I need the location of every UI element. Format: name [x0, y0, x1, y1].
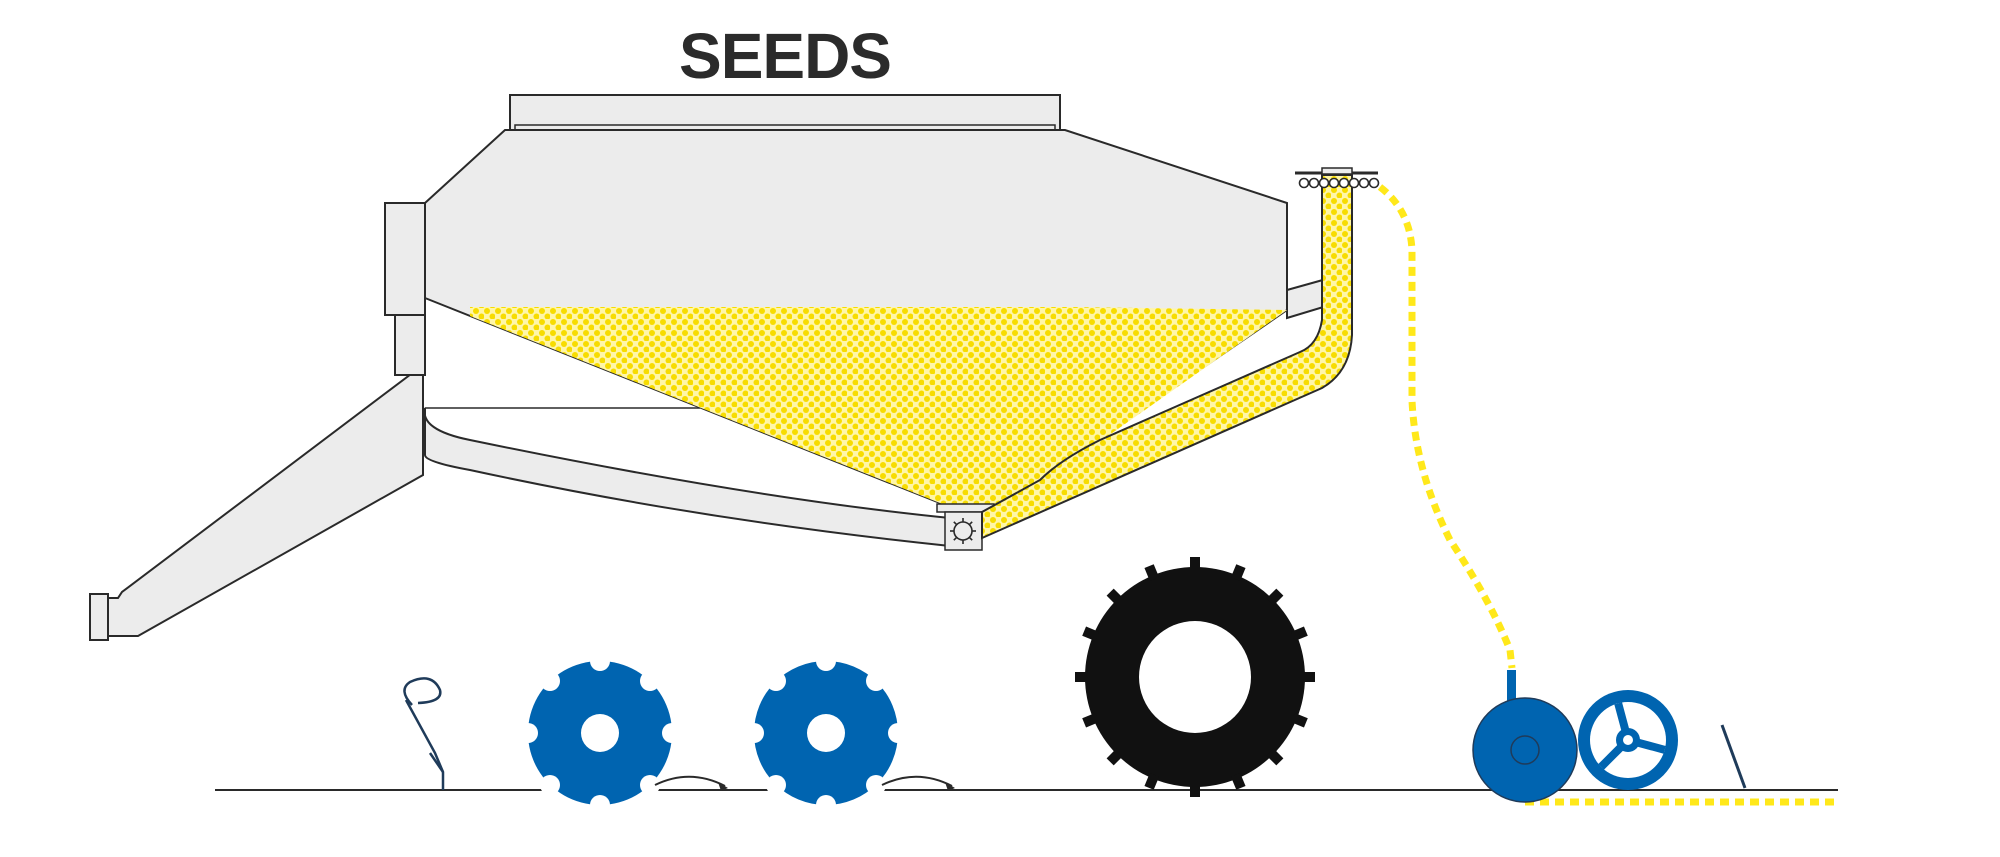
seed-delivery-tube	[981, 174, 1353, 540]
gear-icon	[950, 518, 976, 544]
cutting-disc-2	[744, 651, 908, 815]
transport-tire	[1075, 557, 1315, 797]
rotation-arrow-1	[654, 775, 726, 787]
rotation-arrow-2	[881, 775, 953, 787]
seed-coulter	[1472, 670, 1578, 803]
covering-tine	[1720, 724, 1747, 789]
spring-tine	[403, 677, 445, 790]
cutting-disc-1	[518, 651, 682, 815]
diagram-title: SEEDS	[679, 20, 891, 92]
press-wheel	[1578, 690, 1678, 790]
metering-unit	[936, 503, 995, 551]
side-bracket	[384, 202, 426, 376]
drawbar-frame	[89, 362, 424, 641]
hopper-lid	[509, 94, 1061, 131]
seed-flow-line	[1377, 184, 1516, 669]
manifold-icon	[1295, 167, 1380, 189]
